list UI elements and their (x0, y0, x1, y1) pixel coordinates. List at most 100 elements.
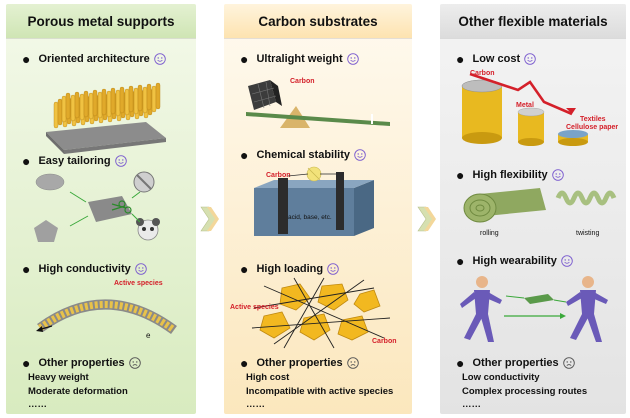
chevron-right-icon (200, 206, 219, 232)
bullet: ● (240, 261, 249, 277)
bullet: ● (456, 355, 465, 371)
property-heading: ● Easy tailoring (22, 154, 127, 168)
cost-illustration (461, 72, 588, 146)
beaker-illustration (254, 166, 374, 236)
property-label: High loading (256, 263, 324, 275)
property-heading: ● Oriented architecture (22, 52, 166, 66)
property-heading: ● High flexibility (456, 168, 564, 182)
bullet: ● (22, 261, 31, 277)
flexibility-illustration (463, 188, 617, 223)
nanowire (110, 87, 116, 115)
happy-face-icon (327, 263, 339, 275)
property-label: Easy tailoring (38, 155, 111, 167)
bullet: ● (240, 51, 249, 67)
cellulose-label: Cellulose paper (566, 124, 619, 131)
active-species-label: Active species (114, 280, 163, 287)
carbon-label: Carbon (470, 70, 495, 77)
loading-illustration (251, 277, 391, 349)
nanowire (57, 98, 63, 126)
nanowire (106, 90, 112, 118)
bullet: ● (456, 51, 465, 67)
property-heading: ● Other properties (22, 356, 141, 370)
panel-porous-metal: Porous metal supports ● Oriented archite… (6, 4, 196, 414)
rolling-label: rolling (480, 230, 499, 237)
property-heading: ● High wearability (456, 254, 573, 268)
nanowire (146, 83, 152, 111)
nanowire (79, 93, 85, 121)
happy-face-icon (134, 263, 147, 275)
property-heading: ● Other properties (456, 356, 575, 370)
other-property: …… (246, 399, 265, 410)
tailoring-illustration (34, 171, 160, 242)
carbon-label: Carbon (290, 78, 315, 85)
bullet: ● (456, 253, 465, 269)
bullet: ● (240, 355, 249, 371)
property-label: High wearability (472, 255, 557, 267)
property-label: High flexibility (472, 169, 548, 181)
property-heading: ● Other properties (240, 356, 359, 370)
other-property: Complex processing routes (462, 386, 588, 397)
nanowire (142, 86, 148, 114)
nanowire (151, 85, 157, 113)
nanowire (70, 94, 76, 122)
property-heading: ● High conductivity (22, 262, 147, 276)
property-heading: ● Chemical stability (240, 148, 366, 162)
nanowire (115, 89, 121, 117)
property-label: Oriented architecture (38, 53, 150, 65)
happy-face-icon (524, 53, 536, 65)
happy-face-icon (354, 149, 366, 161)
happy-face-icon (114, 155, 127, 167)
happy-face-icon (346, 53, 359, 65)
panel-title: Porous metal supports (6, 4, 196, 38)
panel-carbon-substrates: Carbon substrates ● Ultralight weight Ca… (224, 4, 412, 414)
nanowire-array-illustration (46, 82, 166, 154)
bullet: ● (22, 355, 31, 371)
bullet: ● (22, 153, 31, 169)
carbon-label: Carbon (266, 172, 291, 179)
nanowire (61, 95, 67, 123)
nanowire (124, 88, 130, 116)
twisting-label: twisting (576, 230, 600, 237)
panel-other-flexible: Other flexible materials ● Low cost Carb… (440, 4, 626, 414)
property-label: Other properties (256, 357, 343, 369)
wearability-illustration (460, 276, 608, 342)
sad-face-icon (562, 357, 575, 369)
bullet: ● (22, 51, 31, 67)
nanowire (101, 88, 107, 116)
textiles-label: Textiles (580, 116, 606, 123)
other-property: …… (462, 399, 481, 410)
nanowire (83, 90, 89, 118)
nanowire (53, 101, 59, 129)
other-property: Heavy weight (28, 372, 89, 383)
active-species-label: Active species (230, 304, 279, 311)
other-property: Low conductivity (462, 372, 540, 383)
metal-label: Metal (516, 102, 534, 109)
panel-title: Other flexible materials (440, 4, 626, 38)
nanowire (137, 84, 143, 112)
property-heading: ● Low cost (456, 52, 536, 66)
property-heading: ● High loading (240, 262, 339, 276)
happy-face-icon (153, 53, 166, 65)
nanowire (97, 91, 103, 119)
bullet: ● (456, 167, 465, 183)
nanowire (155, 82, 161, 110)
property-label: Ultralight weight (256, 53, 343, 65)
nanowire (88, 92, 94, 120)
other-property: …… (28, 399, 47, 410)
divider (440, 38, 626, 39)
sad-face-icon (128, 357, 141, 369)
seesaw-illustration (246, 80, 390, 128)
property-label: High conductivity (38, 263, 131, 275)
divider (224, 38, 412, 39)
electron-label: e (146, 331, 151, 340)
happy-face-icon (561, 255, 573, 267)
other-property: Moderate deformation (28, 386, 128, 397)
nanowire (74, 91, 80, 119)
electrolyte-label: acid, base, etc. (288, 214, 332, 221)
nanowire (128, 85, 134, 113)
other-property: High cost (246, 372, 290, 383)
nanowire (133, 87, 139, 115)
carbon-label: Carbon (372, 338, 397, 345)
divider (6, 38, 196, 39)
conductive-wire-illustration (36, 299, 177, 335)
